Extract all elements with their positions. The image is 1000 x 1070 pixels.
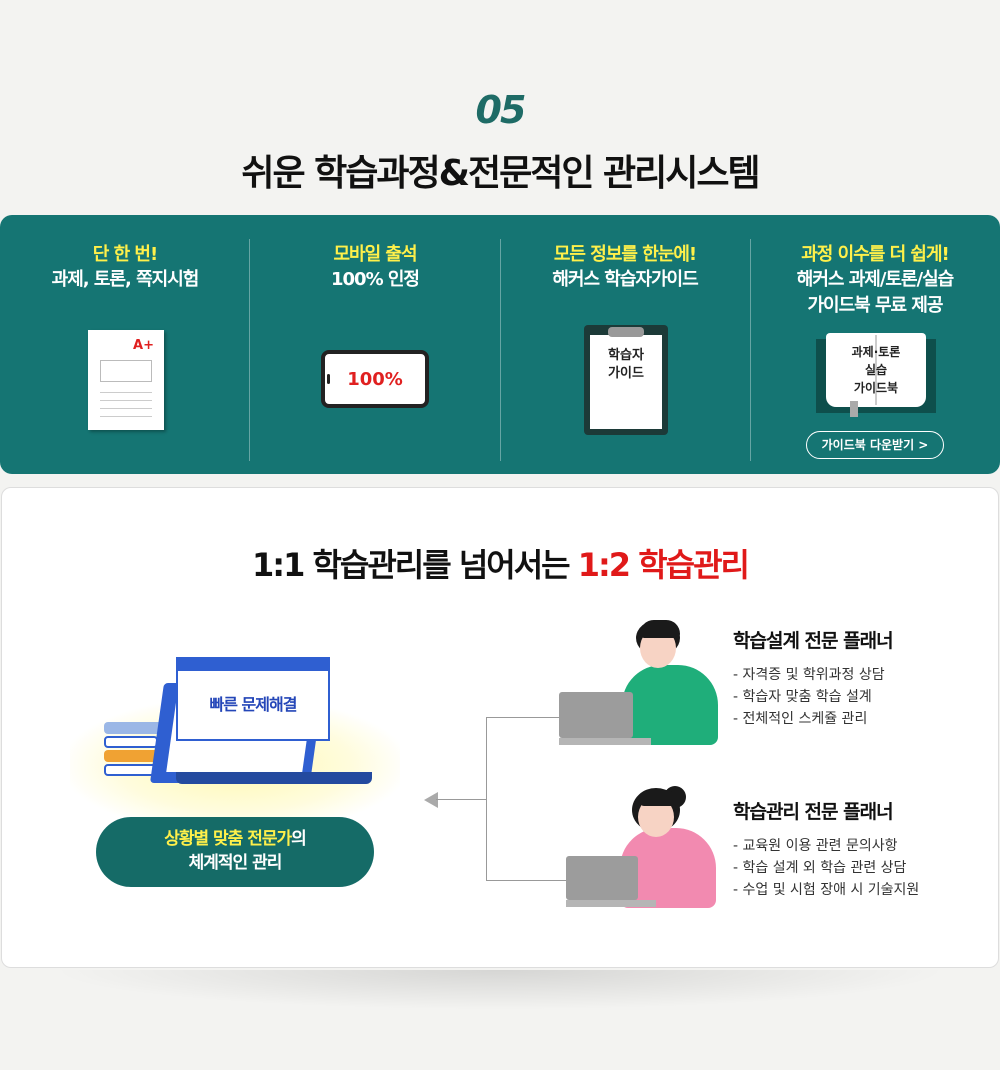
list-item: - 교육원 이용 관련 문의사항 bbox=[733, 838, 898, 854]
test-paper-icon: A+ bbox=[88, 330, 164, 430]
popup-window: 빠른 문제해결 bbox=[176, 657, 330, 741]
feature-sub: 가이드북 무료 제공 bbox=[807, 295, 943, 316]
grade-label: A+ bbox=[133, 338, 154, 353]
book-text: 과제·토론 bbox=[851, 345, 901, 359]
headline-prefix: 1:1 학습관리를 넘어서는 bbox=[252, 546, 578, 584]
feature-head: 과정 이수를 더 쉽게! bbox=[801, 244, 950, 265]
feature-head: 단 한 번! bbox=[92, 244, 158, 265]
planner-list: - 교육원 이용 관련 문의사항 - 학습 설계 외 학습 관련 상담 - 수업… bbox=[733, 835, 919, 901]
planner-title: 학습관리 전문 플래너 bbox=[733, 801, 894, 823]
planner-list: - 자격증 및 학위과정 상담 - 학습자 맞춤 학습 설계 - 전체적인 스케… bbox=[733, 664, 885, 730]
left-arrow-icon bbox=[424, 792, 438, 808]
badge-line2: 체계적인 관리 bbox=[188, 853, 283, 873]
expert-badge: 상황별 맞춤 전문가의 체계적인 관리 bbox=[96, 817, 374, 887]
laptop-base bbox=[176, 772, 372, 784]
list-item: - 전체적인 스케쥴 관리 bbox=[733, 711, 868, 727]
clipboard-icon: 학습자 가이드 bbox=[584, 325, 668, 435]
section-title: 쉬운 학습과정&전문적인 관리시스템 bbox=[241, 153, 760, 194]
feature-sub: 해커스 학습자가이드 bbox=[552, 269, 698, 290]
feature-test: 단 한 번! 과제, 토론, 쪽지시험 A+ bbox=[0, 215, 250, 474]
feature-sub: 해커스 과제/토론/실습 bbox=[796, 269, 954, 290]
book-text: 실습 bbox=[864, 363, 888, 377]
headline-highlight: 1:2 학습관리 bbox=[577, 546, 750, 584]
list-item: - 자격증 및 학위과정 상담 bbox=[733, 667, 885, 683]
badge-highlight: 상황별 맞춤 전문가 bbox=[164, 829, 292, 849]
list-item: - 학습자 맞춤 학습 설계 bbox=[733, 689, 872, 705]
section-number: 05 bbox=[475, 88, 527, 132]
guidebook-download-button[interactable]: 가이드북 다운받기 > bbox=[806, 431, 944, 459]
book-text: 가이드북 bbox=[853, 381, 899, 395]
management-headline: 1:1 학습관리를 넘어서는 1:2 학습관리 bbox=[0, 540, 1000, 586]
guidebook-icon: 과제·토론 실습 가이드북 bbox=[816, 333, 936, 417]
feature-sub: 100% 인정 bbox=[331, 269, 420, 290]
clip-text: 가이드 bbox=[608, 366, 644, 381]
feature-guide: 모든 정보를 한눈에! 해커스 학습자가이드 학습자 가이드 bbox=[500, 215, 750, 474]
planner-title: 학습설계 전문 플래너 bbox=[733, 630, 894, 652]
feature-panel: 단 한 번! 과제, 토론, 쪽지시험 A+ 모바일 출석 100% 인정 10… bbox=[0, 215, 1000, 474]
badge-suffix: 의 bbox=[291, 829, 307, 849]
feature-sub: 과제, 토론, 쪽지시험 bbox=[51, 269, 200, 290]
feature-mobile: 모바일 출석 100% 인정 100% bbox=[250, 215, 500, 474]
phone-screen-text: 100% bbox=[347, 368, 403, 390]
feature-head: 모든 정보를 한눈에! bbox=[553, 244, 697, 265]
popup-text: 빠른 문제해결 bbox=[209, 695, 298, 714]
list-item: - 학습 설계 외 학습 관련 상담 bbox=[733, 860, 907, 876]
bottom-shadow bbox=[50, 970, 950, 1010]
clip-text: 학습자 bbox=[608, 348, 644, 363]
feature-guidebook: 과정 이수를 더 쉽게! 해커스 과제/토론/실습 가이드북 무료 제공 과제·… bbox=[750, 215, 1000, 474]
feature-head: 모바일 출석 bbox=[333, 244, 417, 265]
mobile-phone-icon: 100% bbox=[321, 350, 429, 408]
list-item: - 수업 및 시험 장애 시 기술지원 bbox=[733, 882, 920, 898]
